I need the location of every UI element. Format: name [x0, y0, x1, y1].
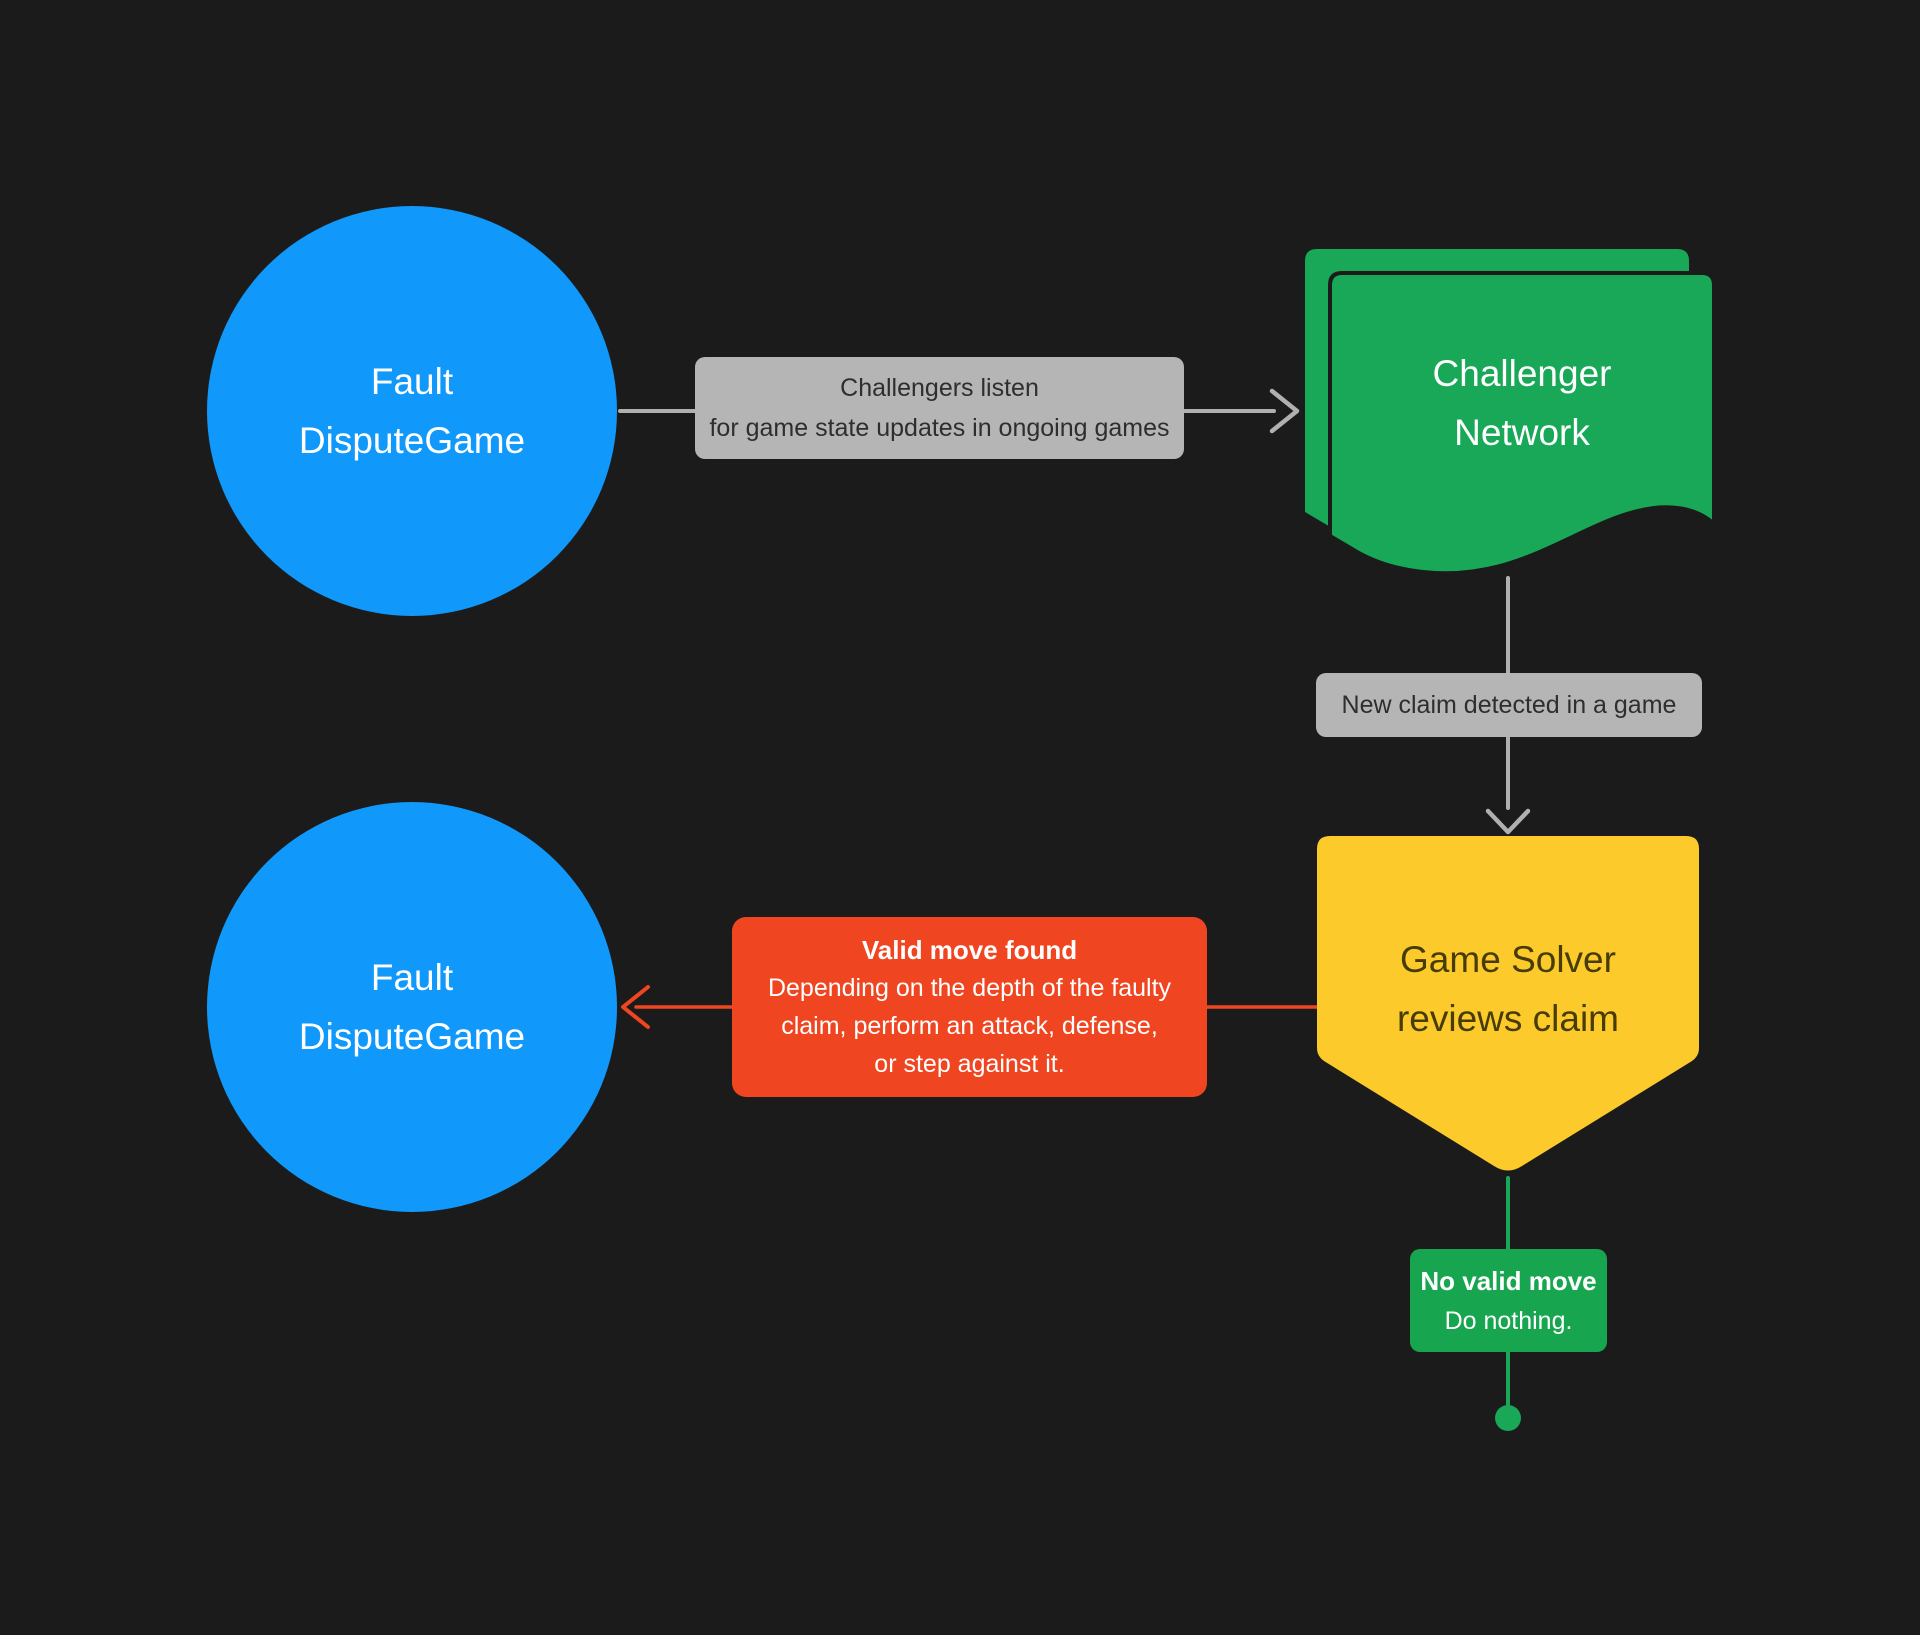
edge-label-title: No valid move — [1420, 1265, 1597, 1296]
edge-label-line: for game state updates in ongoing games — [709, 414, 1170, 442]
edge-new-claim-arrowhead-icon — [1485, 808, 1531, 835]
edge-label-line: New claim detected in a game — [1341, 691, 1677, 719]
edge-valid-move-arrowhead-icon — [621, 985, 650, 1029]
edge-label-valid-move-found: Valid move found Depending on the depth … — [732, 917, 1207, 1097]
challenger-network-doc-front — [1328, 271, 1716, 576]
node-label: Fault DisputeGame — [298, 957, 526, 1057]
edge-label-line: Depending on the depth of the faulty — [767, 974, 1172, 1002]
edge-label-line: or step against it. — [874, 1050, 1065, 1078]
edge-label-no-valid-move: No valid move Do nothing. — [1410, 1249, 1607, 1352]
node-challenger-network: Challenger Network — [1330, 273, 1714, 533]
node-label: Game Solver reviews claim — [1396, 938, 1620, 1039]
node-label: Fault DisputeGame — [298, 361, 526, 461]
node-fault-dispute-game-bottom: Fault DisputeGame — [207, 802, 617, 1212]
edge-label-new-claim: New claim detected in a game — [1316, 673, 1702, 737]
edge-listen-arrowhead-icon — [1269, 388, 1300, 434]
edge-label-line: Challengers listen — [840, 374, 1039, 402]
node-label: Challenger Network — [1432, 353, 1612, 453]
node-fault-dispute-game-top: Fault DisputeGame — [207, 206, 617, 616]
flow-end-dot-icon — [1495, 1405, 1521, 1431]
edge-label-challengers-listen: Challengers listen for game state update… — [695, 357, 1184, 459]
node-game-solver: Game Solver reviews claim — [1317, 836, 1699, 1141]
edge-label-line: claim, perform an attack, defense, — [781, 1012, 1158, 1040]
game-solver-pentagon — [1317, 836, 1699, 1171]
edge-label-line: Do nothing. — [1444, 1306, 1573, 1335]
edge-label-title: Valid move found — [861, 935, 1078, 965]
